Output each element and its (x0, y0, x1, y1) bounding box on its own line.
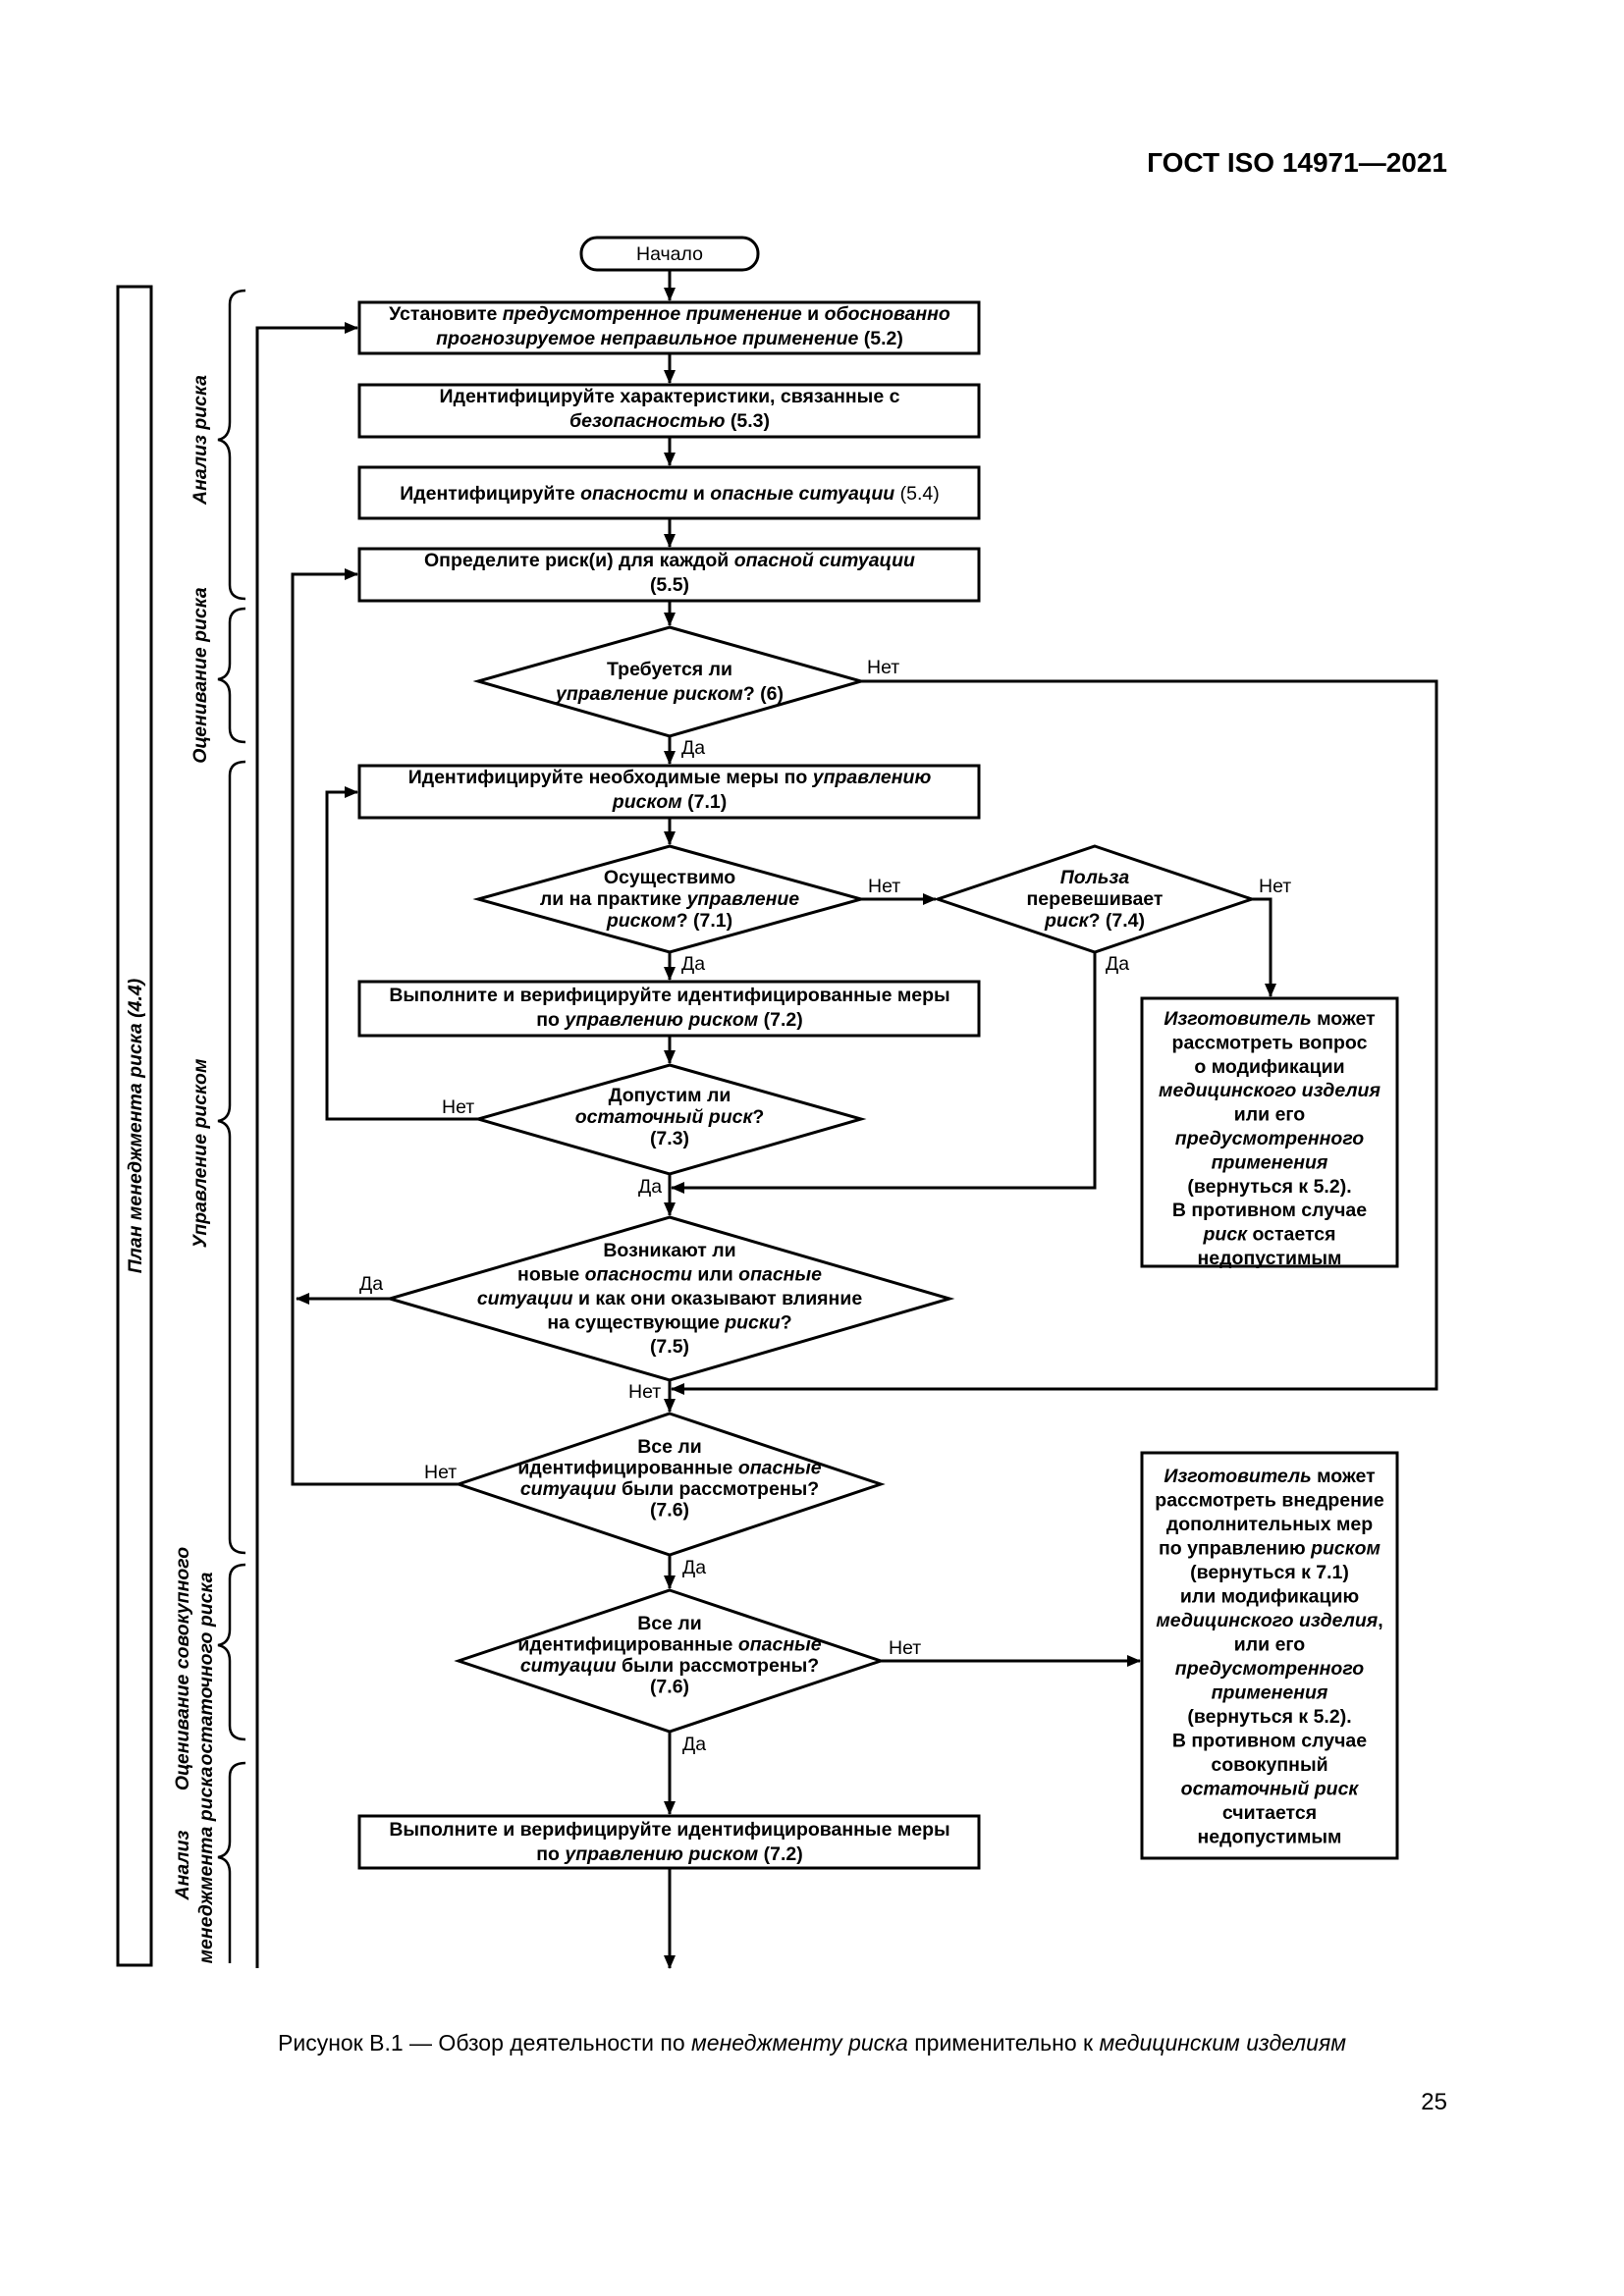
caption-part-4: медицинским изделиям (1099, 2030, 1347, 2056)
plan-frame (116, 285, 153, 1967)
process-box-estimate-risk: Определите риск(и) для каждой опасной си… (357, 547, 981, 603)
start-terminator (579, 236, 760, 272)
flow-connectors (255, 271, 1438, 1969)
page-number: 25 (1421, 2089, 1447, 2115)
label-d76a-yes: Да (682, 1557, 706, 1578)
label-d74-yes: Да (1106, 953, 1129, 975)
process-box-intended-use: Установите предусмотренное применение и … (357, 300, 981, 355)
side-label-control: Управление риском (189, 1058, 211, 1248)
side-label-review-2: менеджмента риска (195, 1766, 217, 1963)
label-d71-yes: Да (681, 953, 705, 975)
caption-part-1: Рисунок B.1 — Обзор деятельности по (278, 2030, 692, 2056)
label-d76b-yes: Да (682, 1734, 706, 1755)
side-brackets (217, 289, 246, 1963)
label-d76a-no: Нет (424, 1462, 457, 1483)
label-d6-no: Нет (867, 657, 899, 678)
side-label-residual-2: остаточного риска (195, 1572, 217, 1765)
figure-caption: Рисунок B.1 — Обзор деятельности по мене… (0, 2030, 1624, 2056)
process-box-safety-characteristics: Идентифицируйте характеристики, связанны… (357, 383, 981, 439)
side-label-evaluation: Оценивание риска (189, 587, 211, 764)
side-label-plan: План менеджмента риска (4.4) (125, 979, 146, 1274)
label-d71-no: Нет (868, 876, 900, 897)
svg-text:Идентифицируйте опасности и оп: Идентифицируйте опасности и опасные ситу… (400, 483, 939, 505)
label-d75-yes: Да (359, 1273, 383, 1295)
process-box-implement-verify-2: Выполните и верифицируйте идентифицирова… (357, 1814, 981, 1870)
label-d74-no: Нет (1259, 876, 1291, 897)
svg-text:Выполните и верифицируйте иден: Выполните и верифицируйте идентифицирова… (389, 985, 949, 1031)
process-box-control-options: Идентифицируйте необходимые меры по упра… (357, 764, 981, 820)
document-header: ГОСТ ISO 14971—2021 (1147, 147, 1447, 178)
caption-part-3: применительно к (907, 2030, 1100, 2056)
svg-text:Идентифицируйте характеристики: Идентифицируйте характеристики, связанны… (440, 386, 900, 432)
svg-text:Установите предусмотренное при: Установите предусмотренное применение и … (389, 303, 950, 349)
svg-text:Определите риск(и) для каждой: Определите риск(и) для каждой опасной си… (424, 550, 915, 596)
label-d75-no: Нет (628, 1381, 661, 1403)
label-d73-yes: Да (638, 1176, 662, 1198)
process-box-hazards: Идентифицируйте опасности и опасные ситу… (357, 465, 981, 520)
caption-part-2: менеджменту риска (691, 2030, 908, 2056)
side-label-analysis: Анализ риска (189, 375, 211, 506)
svg-text:Идентифицируйте необходимые ме: Идентифицируйте необходимые меры по упра… (408, 767, 932, 813)
process-box-implement-verify-1: Выполните и верифицируйте идентифицирова… (357, 980, 981, 1038)
label-d73-no: Нет (442, 1096, 474, 1118)
side-label-review-1: Анализ (172, 1830, 193, 1900)
label-d6-yes: Да (681, 737, 705, 759)
start-text: Начало (636, 243, 703, 265)
side-label-residual-1: Оценивание совокупного (172, 1547, 193, 1790)
label-d76b-no: Нет (889, 1637, 921, 1659)
svg-text:Выполните и верифицируйте иден: Выполните и верифицируйте идентифицирова… (389, 1819, 949, 1865)
